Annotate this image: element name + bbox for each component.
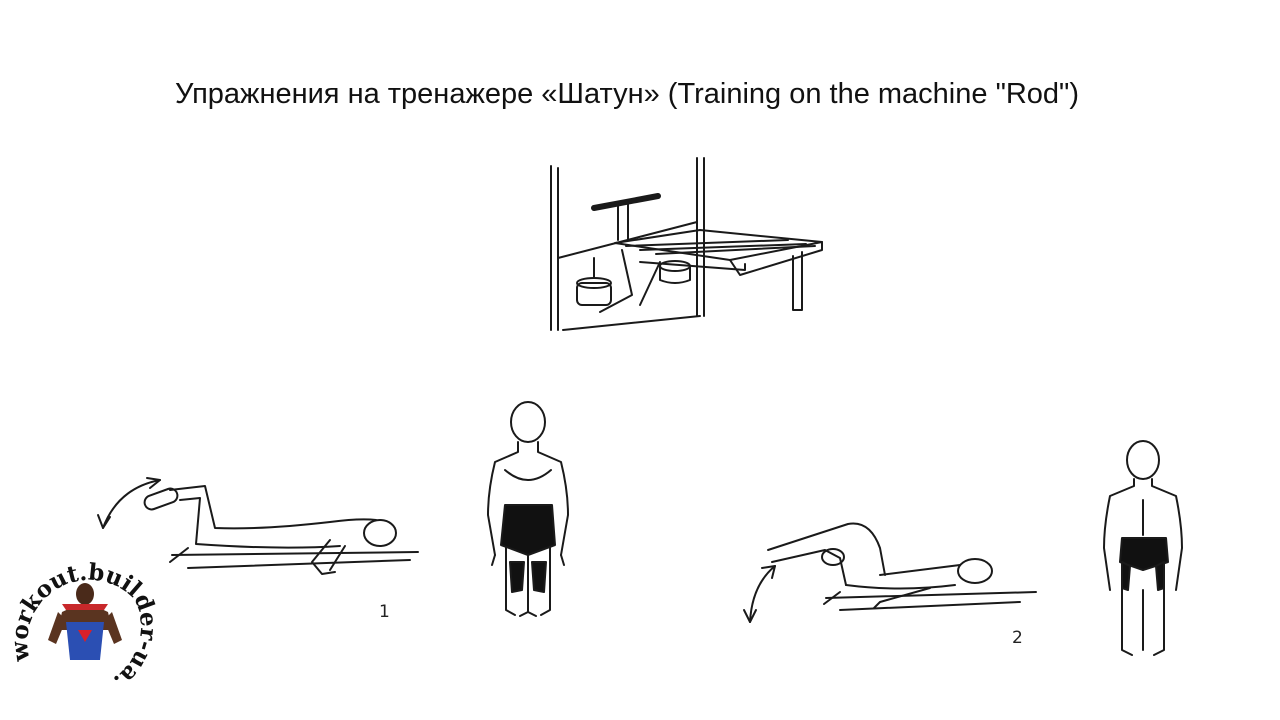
muscle-figure-back <box>1103 440 1183 656</box>
exercise-1-illustration <box>97 477 419 575</box>
page-title: Упражнения на тренажере «Шатун» (Trainin… <box>174 78 1080 110</box>
muscle-figure-front <box>487 401 569 617</box>
figure-number-2: 2 <box>1012 628 1023 648</box>
watermark-logo: workout.builder-ua.com <box>0 0 162 696</box>
bodybuilder-logo-icon <box>48 583 122 660</box>
exercise-2-illustration <box>743 522 1037 623</box>
rod-machine-illustration <box>550 157 823 331</box>
figure-number-1: 1 <box>379 602 390 622</box>
